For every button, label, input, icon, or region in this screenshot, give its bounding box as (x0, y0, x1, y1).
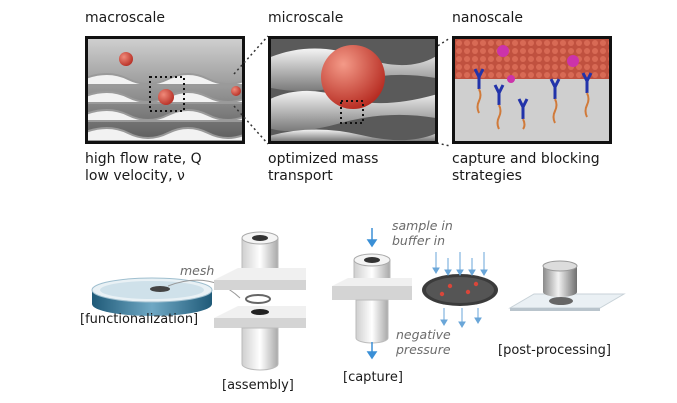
post-processing-label: [post-processing] (498, 343, 611, 358)
nanoscale-title: nanoscale (452, 10, 523, 26)
functionalization-label: [functionalization] (80, 312, 199, 327)
pressure-label: pressure (396, 342, 451, 357)
assembly-top-part (214, 231, 306, 290)
red-sphere-icon (321, 45, 385, 109)
zoom-connector-lines (233, 35, 269, 145)
sample-in-label: sample in (392, 218, 453, 233)
macroscale-image (85, 36, 245, 144)
red-sphere-icon (119, 52, 133, 66)
mesh-label: mesh (180, 263, 215, 278)
mesh-pointer-line (167, 279, 241, 299)
red-sphere-icon (231, 86, 241, 96)
macroscale-caption-line2: low velocity, ν (85, 168, 185, 184)
microscale-title: microscale (268, 10, 344, 26)
red-sphere-icon (158, 89, 174, 105)
target-cell-icon (497, 45, 509, 57)
negative-label: negative (396, 327, 451, 342)
target-cell-icon (567, 55, 579, 67)
mesh-disk (422, 274, 498, 306)
capture-surface-illustration (455, 39, 609, 141)
workflow-illustration (91, 228, 626, 371)
mesh-surface-illustration (88, 39, 242, 141)
macroscale-caption-line1: high flow rate, Q (85, 151, 202, 167)
nanoscale-caption-line2: strategies (452, 168, 522, 184)
antibody-icons (473, 68, 593, 119)
flow-arrow-icons (366, 228, 378, 360)
target-cell-icon (507, 75, 515, 83)
functionalization-dish (91, 277, 213, 316)
microscale-image (268, 36, 438, 144)
assembly-label: [assembly] (222, 378, 294, 393)
nanoscale-image (452, 36, 612, 144)
fiber-and-particle-illustration (271, 39, 435, 141)
zoom-box (149, 76, 185, 112)
assembly-bottom-part (214, 306, 306, 371)
post-processing-device (508, 260, 626, 311)
zoom-box (340, 100, 364, 124)
microscale-caption-line1: optimized mass (268, 151, 379, 167)
mesh-ring-icon (245, 294, 271, 304)
buffer-in-label: buffer in (392, 233, 446, 248)
sample-flow-arrow-icons (432, 252, 488, 328)
macroscale-title: macroscale (85, 10, 166, 26)
linker-icons (476, 88, 590, 130)
nanoscale-caption-line1: capture and blocking (452, 151, 600, 167)
capture-device (332, 253, 412, 344)
capture-label: [capture] (343, 370, 403, 385)
microscale-caption-line2: transport (268, 168, 333, 184)
